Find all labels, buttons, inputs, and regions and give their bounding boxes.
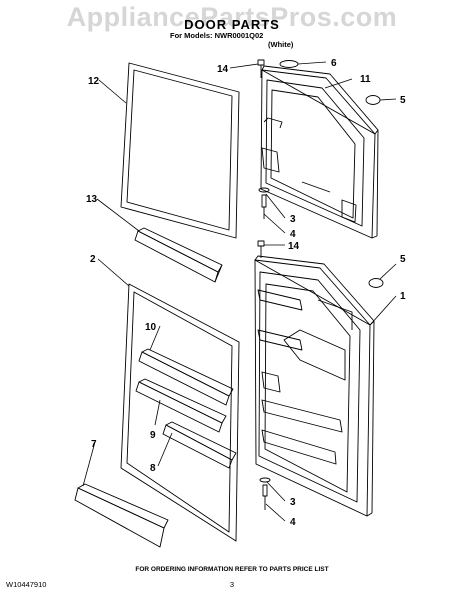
callout-12: 12 (88, 76, 100, 87)
fresh-food-door-assembly (254, 255, 375, 517)
callout-1: 1 (400, 291, 406, 302)
callout-7: 7 (91, 439, 97, 450)
top-screw (257, 59, 265, 78)
color-line: (White) (268, 40, 294, 49)
callout-3-upper: 3 (290, 214, 296, 225)
callout-14-top: 14 (217, 64, 229, 75)
page-number: 3 (229, 580, 235, 589)
leader-lines (82, 61, 397, 522)
callout-6: 6 (331, 58, 337, 69)
callout-4-lower: 4 (290, 517, 296, 528)
callout-5-lower: 5 (400, 254, 406, 265)
callout-10: 10 (145, 322, 157, 333)
callout-8: 8 (150, 463, 156, 474)
callout-2: 2 (90, 254, 96, 265)
ordering-info: FOR ORDERING INFORMATION REFER TO PARTS … (135, 566, 329, 573)
door-shelf-upper (138, 348, 234, 406)
handle-cap-upper (365, 95, 381, 105)
watermark: AppliancePartsPros.com (66, 2, 398, 32)
fresh-food-door-gasket (120, 283, 240, 542)
middle-screw (257, 240, 265, 258)
callout-5-upper: 5 (400, 95, 406, 106)
models-line: For Models: NWR0001Q02 (170, 31, 264, 40)
door-shelf-middle (135, 378, 227, 433)
callout-4-upper: 4 (290, 229, 296, 240)
callout-11: 11 (360, 74, 371, 85)
freezer-door-assembly (258, 65, 379, 239)
hinge-cap (279, 60, 299, 68)
freezer-door-gasket (120, 62, 240, 239)
door-bin (74, 483, 169, 548)
callout-14-middle: 14 (288, 241, 300, 252)
page-title: DOOR PARTS (184, 17, 280, 32)
door-shelf-lower (162, 421, 237, 469)
handle-cap-lower (368, 278, 384, 288)
callout-13: 13 (86, 194, 98, 205)
callout-3-lower: 3 (290, 497, 296, 508)
callout-9: 9 (150, 430, 156, 441)
document-number: W10447910 (6, 580, 47, 589)
freezer-door-shelf (134, 227, 223, 283)
